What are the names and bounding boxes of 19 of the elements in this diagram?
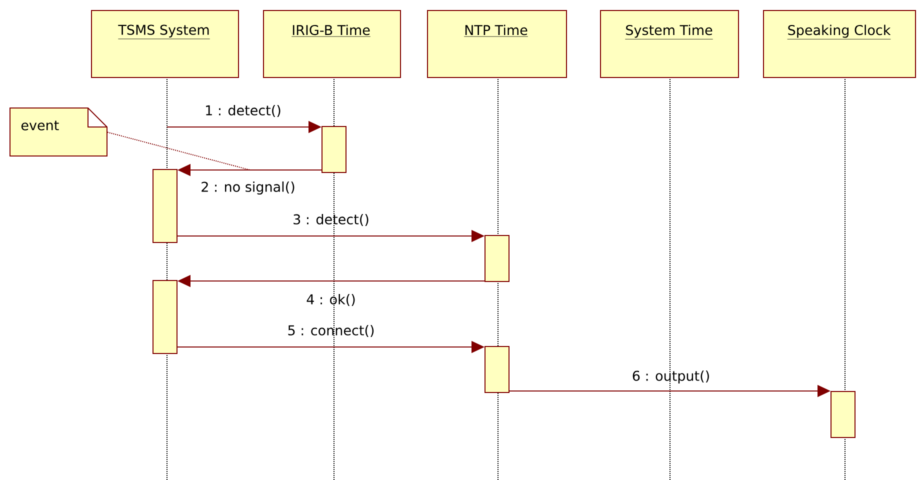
activation-bar [830, 391, 856, 438]
note: event [10, 108, 108, 156]
edge-label: 3 : detect() [294, 214, 368, 226]
activation-bar [322, 126, 346, 173]
object-box: System Time [600, 10, 739, 78]
note-link [106, 132, 250, 170]
edge-label: 4 : ok() [306, 294, 355, 306]
activation-bar [484, 346, 510, 393]
edge-label: 5 : connect() [288, 325, 374, 338]
activation-bar [484, 235, 510, 282]
object-box: TSMS System [91, 10, 239, 78]
object-box: IRIG-B Time [263, 10, 401, 78]
activation-bar [152, 280, 178, 354]
object-box: Speaking Clock [763, 10, 916, 78]
edge-label: 2 : no signal() [202, 181, 294, 195]
edge-label: 1 : detect() [206, 104, 280, 118]
edge-label: 6 : output() [632, 370, 709, 384]
activation-bar [152, 169, 178, 243]
object-box: NTP Time [427, 10, 567, 78]
